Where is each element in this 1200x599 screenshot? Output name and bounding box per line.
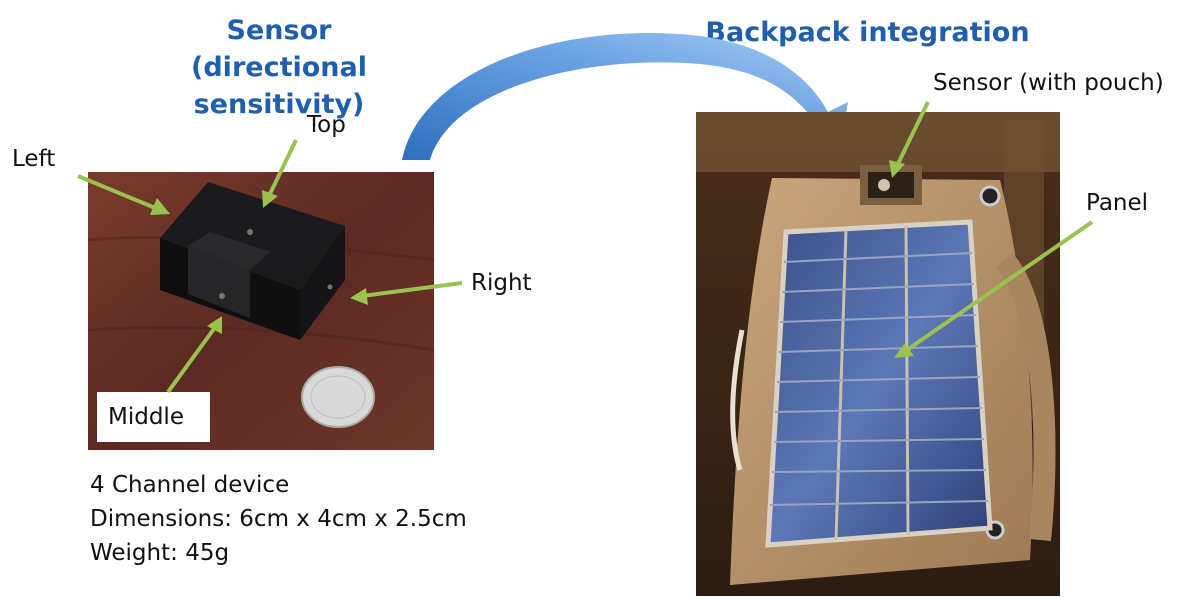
spec-dimensions: Dimensions: 6cm x 4cm x 2.5cm (90, 506, 467, 532)
curved-arrow (402, 33, 848, 160)
label-right: Right (471, 270, 532, 296)
label-sensor-with-pouch: Sensor (with pouch) (933, 70, 1164, 96)
green-arrows (77, 101, 1094, 394)
backpack-title: Backpack integration (705, 17, 1030, 48)
device-specs: 4 Channel device Dimensions: 6cm x 4cm x… (90, 468, 467, 570)
arrow-middle (166, 324, 218, 394)
sensor-title-line1: Sensor (226, 15, 332, 46)
arrow-left (77, 174, 161, 212)
spec-weight: Weight: 45g (90, 540, 230, 566)
arrow-top (266, 139, 298, 199)
label-panel: Panel (1086, 190, 1149, 216)
label-middle: Middle (108, 404, 184, 430)
backpack-photo (696, 112, 1060, 596)
sensor-title-line2: (directional sensitivity) (191, 52, 367, 120)
label-top: Top (307, 112, 346, 138)
arrow-panel (902, 220, 1094, 354)
label-left: Left (12, 146, 56, 172)
middle-label-box (97, 392, 210, 442)
spec-channels: 4 Channel device (90, 472, 290, 498)
arrow-backpack-sensor (894, 101, 930, 169)
arrow-right (361, 281, 463, 298)
sensor-title: Sensor (directional sensitivity) (120, 12, 438, 123)
